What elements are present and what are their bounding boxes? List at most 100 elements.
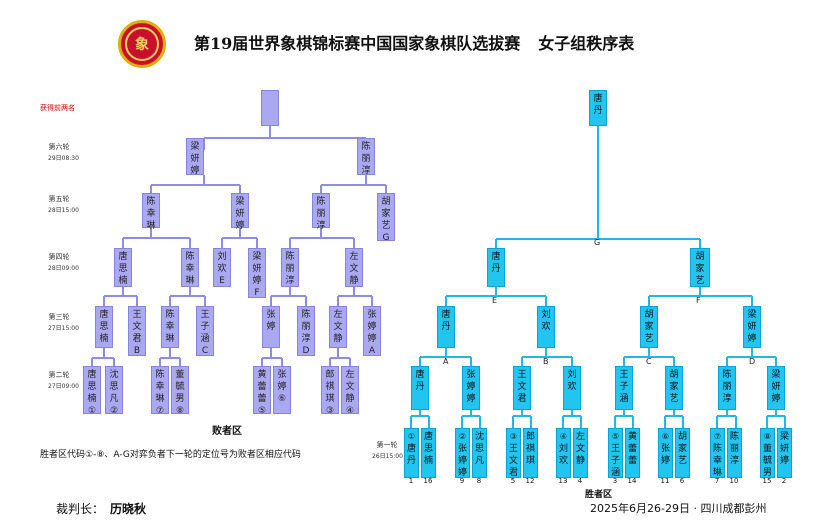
loser-r4-slot: 唐思楠 (114, 248, 132, 287)
winner-r5-slot: 唐丹 (487, 248, 505, 287)
seed-number: 3 (612, 477, 618, 485)
loser-zone-label: 败者区 (212, 426, 242, 437)
loser-r3-slot: 唐思楠 (95, 306, 113, 348)
code-label: B (543, 357, 549, 366)
winner-r4-slot: 梁妍婷 (743, 306, 761, 348)
winner-r1-slot: 左文静 (573, 428, 588, 478)
seed-number: 10 (729, 477, 739, 485)
winner-r2-slot: 梁妍婷 (767, 366, 785, 410)
winner-zone-label: 胜者区 (585, 490, 613, 500)
seed-number: 9 (459, 477, 465, 485)
loser-r5-slot: 陈丽淳 (312, 193, 330, 231)
code-label: F (696, 296, 701, 305)
code-label: D (749, 357, 756, 366)
rule-text: 胜者区代码①-⑧、A-G对弈负者下一轮的定位号为败者区相应代码 (40, 450, 301, 460)
seed-number: 8 (476, 477, 482, 485)
loser-r6-slot: 陈丽淳 (357, 138, 375, 176)
loser-r4-slot: 陈幸琳 (181, 248, 199, 287)
winner-r4-slot: 刘欢 (537, 306, 555, 348)
winner-r1-slot: 陈丽淳 (727, 428, 742, 478)
logo-ring (125, 27, 159, 61)
title-main: 第19届世界象棋锦标赛中国国家象棋队选拔赛 (194, 34, 521, 53)
loser-r3-slot: 张婷 (262, 306, 280, 348)
winner-r1-slot: 郎祺琪 (523, 428, 538, 478)
page-title: 第19届世界象棋锦标赛中国国家象棋队选拔赛女子组秩序表 (194, 30, 634, 54)
winner-r1-slot: 黄蕾蕾 (625, 428, 640, 478)
winner-r1-slot: 沈思凡 (472, 428, 487, 478)
seed-number: 11 (660, 477, 670, 485)
logo-mark: 象 (135, 37, 149, 53)
loser-r3-slot: 左文静 (329, 306, 347, 348)
seed-number: 1 (408, 477, 414, 485)
code-label: A (443, 357, 449, 366)
winner-champion-box: 唐丹 (589, 90, 607, 126)
seed-number: 2 (781, 477, 787, 485)
winner-r2-slot: 陈丽淳 (718, 366, 736, 410)
winner-r1-slot: 唐思楠 (421, 428, 436, 478)
loser-r5-slot: 陈幸琳 (142, 193, 160, 231)
seed-number: 15 (762, 477, 772, 485)
winner-r1-slot: 梁妍婷 (777, 428, 792, 478)
loser-r5-slot: 梁妍婷 (231, 193, 249, 231)
code-label: G (594, 238, 601, 247)
winner-r4-slot: 胡家艺 (640, 306, 658, 348)
logo: 象 (118, 20, 166, 68)
code-label: C (646, 357, 652, 366)
loser-r6-slot: 梁妍婷 (186, 138, 204, 176)
seed-number: 7 (714, 477, 720, 485)
referee: 裁判长：历晓秋 (56, 502, 147, 516)
loser-r4-slot: 陈丽淳 (281, 248, 299, 287)
date-place: 2025年6月26-29日 · 四川成都彭州 (590, 502, 767, 515)
loser-r4-slot: 左文静 (345, 248, 363, 287)
code-label: E (492, 296, 498, 305)
top-two-note: 获得前两名 (40, 104, 75, 112)
title-sub: 女子组秩序表 (538, 34, 635, 53)
winner-r2-slot: 胡家艺 (665, 366, 683, 410)
winner-r2-slot: 张婷婷 (462, 366, 480, 410)
loser-final-box (261, 90, 279, 126)
seed-number: 6 (679, 477, 685, 485)
seed-number: 4 (577, 477, 583, 485)
winner-r2-slot: 王文君 (513, 366, 531, 410)
winner-r2-slot: 王子涵 (615, 366, 633, 410)
loser-r3-slot: 陈幸琳 (161, 306, 179, 348)
winner-r2-slot: 唐丹 (411, 366, 429, 410)
seed-number: 16 (423, 477, 433, 485)
winner-r2-slot: 刘欢 (563, 366, 581, 410)
winner-r5-slot: 胡家艺 (690, 248, 710, 287)
winner-r4-slot: 唐丹 (437, 306, 455, 348)
winner-r1-slot: 胡家艺 (675, 428, 690, 478)
seed-number: 14 (627, 477, 637, 485)
seed-number: 13 (558, 477, 568, 485)
seed-number: 12 (525, 477, 535, 485)
